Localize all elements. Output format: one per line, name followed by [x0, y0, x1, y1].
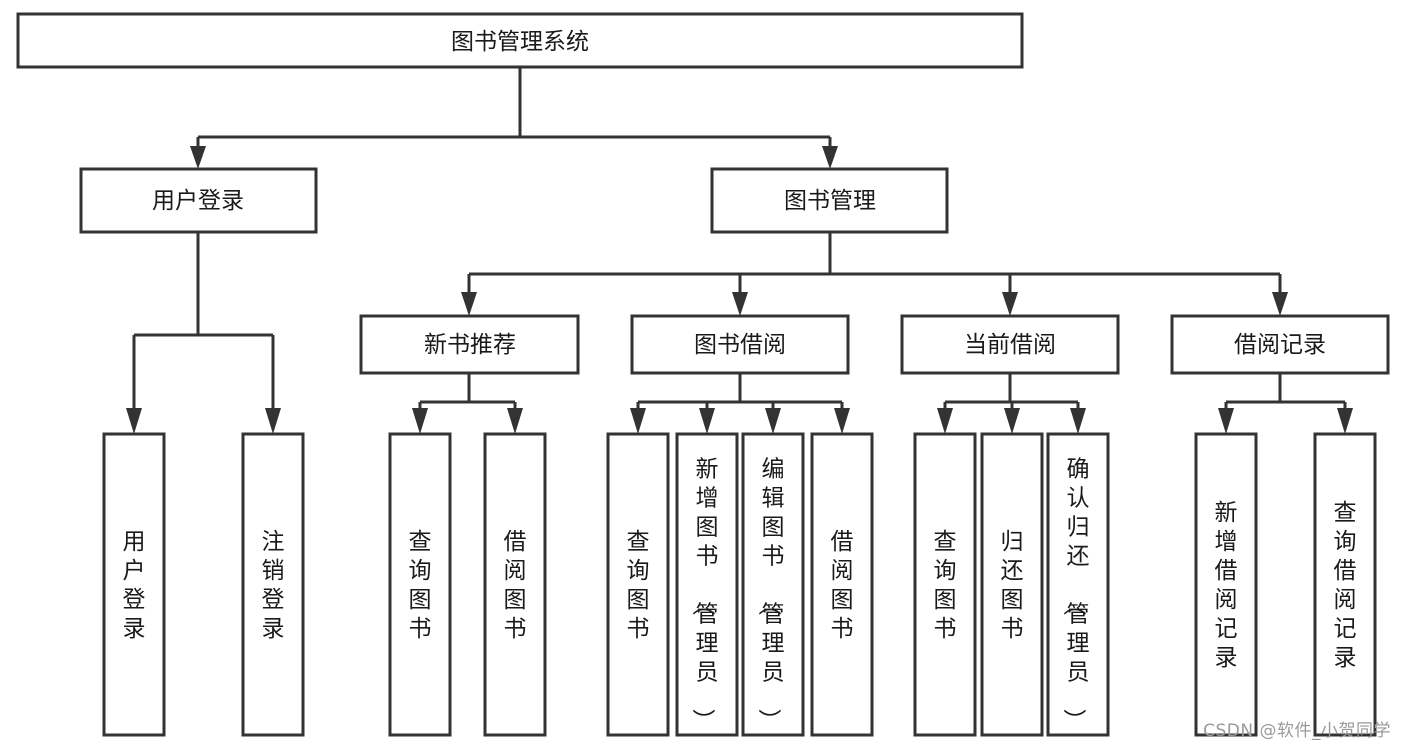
- node-leaf-user-login-label: 用户登录: [123, 529, 146, 642]
- node-leaf-add-record-label: 新增借阅记录: [1215, 500, 1238, 671]
- node-borrow-record-box[interactable]: [1170, 314, 1390, 375]
- node-leaf-confirm-return-label: 确认归还（管理员）: [1061, 457, 1090, 732]
- arrow-head-leaf-return-book: [1004, 408, 1020, 434]
- arrow-head-borrow-record: [1272, 292, 1288, 316]
- node-book-manage-label: 图书管理: [784, 188, 876, 214]
- arrow-head-leaf-query-book-cb: [937, 408, 953, 434]
- arrow-head-leaf-borrow-book-bb: [834, 408, 850, 434]
- node-leaf-logout[interactable]: 注销登录: [241, 432, 305, 737]
- leaf-nodes-layer: 用户登录 注销登录 查询图书 借阅图书 查询图书 新增图书（管理员）: [102, 432, 1377, 737]
- node-leaf-confirm-return[interactable]: 确认归还（管理员）: [1046, 432, 1110, 737]
- node-leaf-user-login[interactable]: 用户登录: [102, 432, 166, 737]
- node-leaf-borrow-book-rec-label: 借阅图书: [504, 529, 527, 642]
- node-leaf-query-book-cb[interactable]: 查询图书: [913, 432, 977, 737]
- arrow-head-leaf-edit-book: [765, 408, 781, 434]
- node-book-borrow[interactable]: 图书借阅: [630, 314, 850, 375]
- node-leaf-logout-box[interactable]: [241, 432, 305, 737]
- node-leaf-return-book-label: 归还图书: [1001, 529, 1024, 642]
- connectors-layer: [126, 67, 1353, 434]
- node-leaf-query-book-rec-box[interactable]: [388, 432, 452, 737]
- node-new-book-rec-label: 新书推荐: [424, 332, 516, 358]
- arrow-head-book-borrow: [732, 292, 748, 316]
- arrow-head-leaf-borrow-book-rec: [507, 408, 523, 434]
- arrow-head-user-login: [190, 146, 206, 169]
- node-book-manage-box[interactable]: [710, 167, 949, 234]
- node-leaf-query-book-cb-label: 查询图书: [934, 529, 957, 642]
- node-leaf-query-book-bb-label: 查询图书: [627, 529, 650, 642]
- node-leaf-query-record-box[interactable]: [1313, 432, 1377, 737]
- node-leaf-query-record-label: 查询借阅记录: [1334, 500, 1357, 671]
- node-current-borrow-box[interactable]: [900, 314, 1120, 375]
- arrow-head-book-manage: [822, 146, 838, 169]
- node-current-borrow[interactable]: 当前借阅: [900, 314, 1120, 375]
- node-leaf-edit-book-label: 编辑图书（管理员）: [756, 457, 785, 732]
- node-leaf-add-book-box[interactable]: [675, 432, 739, 737]
- node-leaf-add-record-box[interactable]: [1194, 432, 1258, 737]
- arrow-head-leaf-query-book-bb: [630, 408, 646, 434]
- node-user-login-label: 用户登录: [152, 188, 244, 214]
- node-leaf-query-record[interactable]: 查询借阅记录: [1313, 432, 1377, 737]
- node-root[interactable]: 图书管理系统: [16, 12, 1024, 69]
- node-current-borrow-label: 当前借阅: [964, 332, 1056, 358]
- node-leaf-add-book-label: 新增图书（管理员）: [690, 457, 719, 732]
- arrow-head-leaf-query-record: [1337, 408, 1353, 434]
- node-leaf-logout-label: 注销登录: [262, 529, 285, 642]
- node-book-borrow-box[interactable]: [630, 314, 850, 375]
- node-leaf-add-book[interactable]: 新增图书（管理员）: [675, 432, 739, 737]
- arrow-head-leaf-user-login: [126, 408, 142, 434]
- node-leaf-confirm-return-box[interactable]: [1046, 432, 1110, 737]
- node-leaf-query-book-rec[interactable]: 查询图书: [388, 432, 452, 737]
- node-leaf-borrow-book-bb-box[interactable]: [810, 432, 874, 737]
- node-leaf-query-book-bb[interactable]: 查询图书: [606, 432, 670, 737]
- arrow-head-leaf-confirm-return: [1070, 408, 1086, 434]
- node-leaf-user-login-box[interactable]: [102, 432, 166, 737]
- node-leaf-query-book-bb-box[interactable]: [606, 432, 670, 737]
- arrow-head-current-borrow: [1002, 292, 1018, 316]
- node-leaf-query-book-cb-box[interactable]: [913, 432, 977, 737]
- node-leaf-borrow-book-rec[interactable]: 借阅图书: [483, 432, 547, 737]
- arrow-head-leaf-add-record: [1218, 408, 1234, 434]
- node-leaf-edit-book[interactable]: 编辑图书（管理员）: [741, 432, 805, 737]
- arrow-head-leaf-query-book-rec: [412, 408, 428, 434]
- node-leaf-borrow-book-bb-label: 借阅图书: [831, 529, 854, 642]
- node-leaf-borrow-book-bb[interactable]: 借阅图书: [810, 432, 874, 737]
- node-leaf-borrow-book-rec-box[interactable]: [483, 432, 547, 737]
- node-book-manage[interactable]: 图书管理: [710, 167, 949, 234]
- node-user-login[interactable]: 用户登录: [79, 167, 318, 234]
- node-leaf-return-book[interactable]: 归还图书: [980, 432, 1044, 737]
- node-root-box[interactable]: [16, 12, 1024, 69]
- arrow-head-leaf-add-book: [699, 408, 715, 434]
- node-root-label: 图书管理系统: [451, 29, 589, 55]
- node-user-login-box[interactable]: [79, 167, 318, 234]
- node-leaf-edit-book-box[interactable]: [741, 432, 805, 737]
- arrow-head-leaf-logout: [265, 408, 281, 434]
- node-leaf-return-book-box[interactable]: [980, 432, 1044, 737]
- node-new-book-rec-box[interactable]: [359, 314, 580, 375]
- node-book-borrow-label: 图书借阅: [694, 332, 786, 358]
- node-leaf-add-record[interactable]: 新增借阅记录: [1194, 432, 1258, 737]
- node-borrow-record-label: 借阅记录: [1234, 332, 1326, 358]
- node-new-book-rec[interactable]: 新书推荐: [359, 314, 580, 375]
- arrow-head-new-book-rec: [461, 292, 477, 316]
- node-leaf-query-book-rec-label: 查询图书: [409, 529, 432, 642]
- node-borrow-record[interactable]: 借阅记录: [1170, 314, 1390, 375]
